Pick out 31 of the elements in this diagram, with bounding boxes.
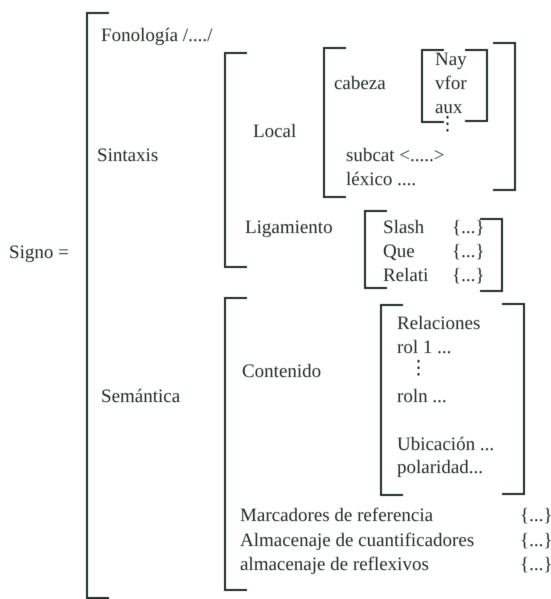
feature-label: almacenaje de reflexivos xyxy=(240,554,429,576)
feature-label: Marcadores de referencia xyxy=(240,505,434,527)
feature-label: Fonología /..../ xyxy=(101,25,212,47)
feature-label: Contenido xyxy=(242,361,322,383)
feature-label: Slash xyxy=(383,217,424,239)
feature-label: polaridad... xyxy=(397,457,484,479)
feature-label: Que xyxy=(383,241,415,263)
value-label: Nay xyxy=(435,49,467,71)
feature-label: Sintaxis xyxy=(97,145,158,167)
equation-label: Signo = xyxy=(9,242,69,264)
value-label: {...} xyxy=(452,265,484,287)
feature-label: Ubicación ... xyxy=(397,434,494,456)
feature-label: Relati xyxy=(383,265,428,287)
value-label: {...} xyxy=(452,217,484,239)
ellipsis-mark: ⋮ xyxy=(409,358,428,380)
ellipsis-mark: ⋮ xyxy=(438,114,457,136)
value-label: {...} xyxy=(520,505,551,527)
value-label: {...} xyxy=(520,530,551,552)
feature-label: Local xyxy=(253,121,296,143)
feature-label: roln ... xyxy=(397,386,447,408)
feature-label: subcat <.....> xyxy=(346,145,444,167)
feature-label: cabeza xyxy=(334,73,386,95)
value-label: {...} xyxy=(452,241,484,263)
feature-label: Ligamiento xyxy=(245,217,333,239)
feature-label: Semántica xyxy=(101,386,180,408)
value-label: vfor xyxy=(435,73,467,95)
value-label: {...} xyxy=(520,554,551,576)
feature-label: Almacenaje de cuantificadores xyxy=(240,530,474,552)
feature-label: Relaciones xyxy=(397,313,480,335)
feature-label: rol 1 ... xyxy=(397,337,452,359)
feature-label: léxico .... xyxy=(346,169,416,191)
